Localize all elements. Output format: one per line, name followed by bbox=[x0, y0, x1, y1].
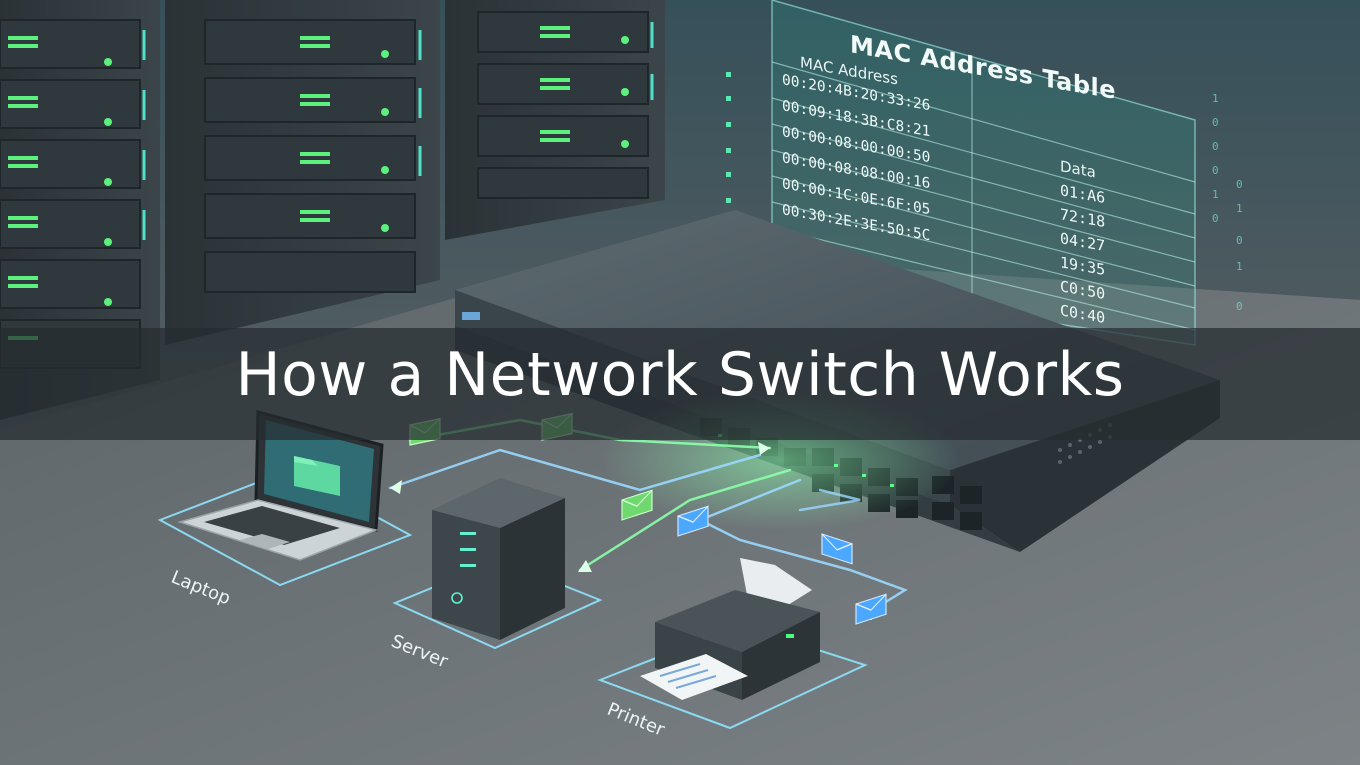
svg-text:1: 1 bbox=[1212, 188, 1219, 201]
folder-icon bbox=[298, 462, 338, 490]
svg-text:0: 0 bbox=[1212, 212, 1219, 225]
svg-text:0: 0 bbox=[1212, 116, 1219, 129]
power-icon bbox=[451, 592, 463, 604]
server-racks bbox=[0, 0, 665, 420]
svg-text:1: 1 bbox=[1212, 92, 1219, 105]
server-tower bbox=[392, 478, 603, 650]
svg-text:0: 0 bbox=[1236, 300, 1243, 313]
svg-text:1: 1 bbox=[1236, 260, 1243, 273]
laptop bbox=[157, 410, 413, 587]
svg-text:0: 0 bbox=[1236, 234, 1243, 247]
svg-text:0: 0 bbox=[1212, 140, 1219, 153]
svg-text:0: 0 bbox=[1236, 178, 1243, 191]
svg-text:1: 1 bbox=[1236, 202, 1243, 215]
svg-text:0: 0 bbox=[1212, 164, 1219, 177]
printer bbox=[597, 558, 868, 730]
